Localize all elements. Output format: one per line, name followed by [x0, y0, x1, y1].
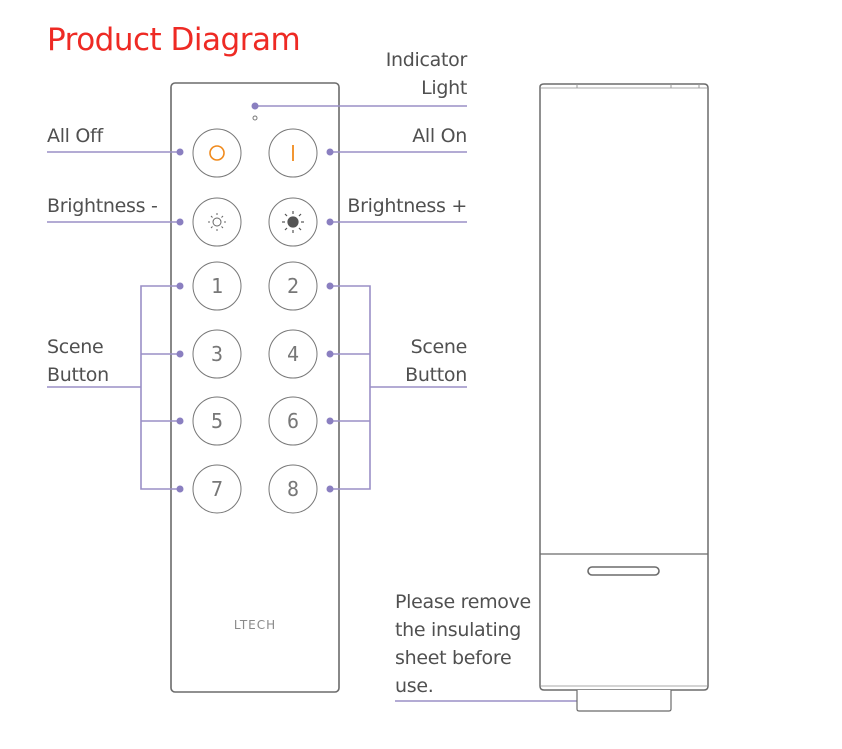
scene-right-line1: Scene: [410, 336, 468, 358]
scene-button-5-label: 5: [210, 409, 224, 433]
indicator-light-icon: [252, 115, 258, 121]
scene-left-bracket: [47, 285, 180, 490]
brightness-minus-label: Brightness -: [47, 195, 158, 217]
note-line3: sheet before: [395, 647, 512, 669]
brand-logo: LTECH: [233, 618, 277, 632]
remote-body-front: [170, 82, 340, 693]
sun-filled-icon: [282, 211, 304, 233]
all-off-button[interactable]: [192, 128, 242, 178]
scene-right-bracket: [330, 285, 467, 490]
all-on-callout-dot: [326, 148, 334, 156]
scene-left-line1: Scene: [47, 336, 104, 358]
scene-5-callout-dot: [176, 417, 184, 425]
all-off-callout-dot: [176, 148, 184, 156]
scene-6-callout-dot: [326, 417, 334, 425]
scene-button-2-label: 2: [286, 274, 300, 298]
scene-left-line2: Button: [47, 364, 109, 386]
all-on-button[interactable]: [268, 128, 318, 178]
scene-button-3[interactable]: [192, 329, 242, 379]
indicator-light-label-line2: Light: [421, 77, 467, 99]
scene-button-right-label: Scene Button: [380, 333, 467, 389]
page-title: Product Diagram: [47, 22, 301, 58]
brightness-plus-label: Brightness +: [347, 195, 467, 217]
scene-button-7[interactable]: [192, 464, 242, 514]
scene-2-callout-dot: [326, 282, 334, 290]
sun-outline-icon: [208, 213, 226, 231]
indicator-light-label-line1: Indicator: [385, 49, 468, 71]
scene-button-7-label: 7: [210, 477, 224, 501]
power-off-circle-icon: [209, 145, 225, 161]
scene-8-callout-dot: [326, 485, 334, 493]
scene-button-1[interactable]: [192, 261, 242, 311]
insulating-sheet-tab: [576, 690, 672, 712]
scene-button-4[interactable]: [268, 329, 318, 379]
all-off-label: All Off: [47, 125, 103, 147]
indicator-callout-dot: [251, 102, 259, 110]
battery-cover-slot: [587, 566, 660, 576]
scene-button-5[interactable]: [192, 396, 242, 446]
scene-7-callout-dot: [176, 485, 184, 493]
scene-button-3-label: 3: [210, 342, 224, 366]
indicator-light-label: Indicator Light: [340, 46, 468, 102]
scene-3-callout-dot: [176, 350, 184, 358]
scene-4-callout-dot: [326, 350, 334, 358]
scene-right-line2: Button: [405, 364, 467, 386]
scene-button-6[interactable]: [268, 396, 318, 446]
scene-button-6-label: 6: [286, 409, 300, 433]
scene-button-8[interactable]: [268, 464, 318, 514]
scene-1-callout-dot: [176, 282, 184, 290]
brightness-minus-button[interactable]: [192, 197, 242, 247]
scene-button-1-label: 1: [210, 274, 224, 298]
scene-button-left-label: Scene Button: [47, 333, 109, 389]
note-line2: the insulating: [395, 619, 522, 641]
brightness-minus-callout-dot: [176, 218, 184, 226]
remote-side-view: [539, 83, 709, 712]
insulating-sheet-note: Please remove the insulating sheet befor…: [395, 588, 531, 700]
all-on-label: All On: [412, 125, 467, 147]
scene-button-4-label: 4: [286, 342, 300, 366]
brightness-plus-button[interactable]: [268, 197, 318, 247]
note-line4: use.: [395, 675, 434, 697]
brightness-plus-callout-dot: [326, 218, 334, 226]
scene-button-2[interactable]: [268, 261, 318, 311]
note-line1: Please remove: [395, 591, 531, 613]
scene-button-8-label: 8: [286, 477, 300, 501]
